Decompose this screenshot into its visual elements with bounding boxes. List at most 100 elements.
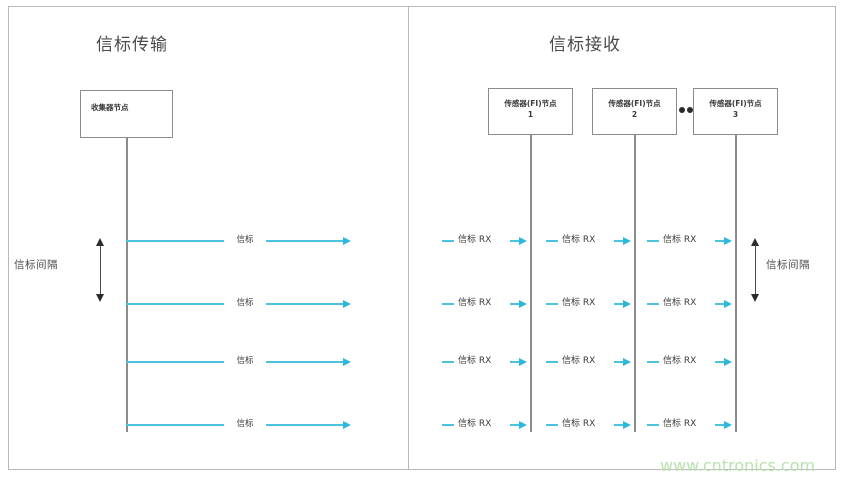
sensor-node-index: 3	[732, 110, 739, 119]
beacon-rx-cell: 信标 RX	[647, 355, 747, 369]
arrow-right-icon	[519, 299, 527, 308]
sensor-node-name: 传感器(FI)节点	[709, 99, 762, 108]
diagram-frame	[8, 6, 836, 470]
rx-dash	[442, 240, 454, 242]
beacon-rx-cell: 信标 RX	[442, 418, 542, 432]
arrow-down-icon	[751, 294, 759, 302]
arrow-right-icon	[724, 299, 732, 308]
rx-stub	[614, 240, 624, 242]
right-beacon-interval-label: 信标间隔	[766, 259, 810, 271]
arrow-right-icon	[519, 420, 527, 429]
rx-stub	[510, 361, 520, 363]
ellipsis-dots-icon	[678, 107, 694, 115]
site-watermark: www.cntronics.com	[660, 456, 816, 475]
arrow-right-icon	[724, 420, 732, 429]
beacon-line-left	[126, 240, 224, 242]
beacon-rx-cell: 信标 RX	[546, 234, 646, 248]
right-panel-title: 信标接收	[549, 35, 621, 55]
arrow-shaft	[755, 245, 757, 295]
left-beacon-interval-arrow	[95, 238, 106, 302]
rx-stub	[510, 240, 520, 242]
sensor-node-box-2: 传感器(FI)节点 2	[592, 88, 677, 135]
beacon-rx-cell: 信标 RX	[546, 355, 646, 369]
collector-lifeline	[126, 138, 128, 432]
arrow-right-icon	[343, 299, 351, 308]
dot-icon	[679, 107, 685, 113]
rx-dash	[647, 240, 659, 242]
sensor-1-lifeline	[530, 135, 532, 432]
beacon-line-left	[126, 303, 224, 305]
beacon-rx-label: 信标 RX	[663, 419, 697, 429]
beacon-rx-label: 信标 RX	[458, 298, 492, 308]
panel-divider	[408, 7, 409, 469]
beacon-rx-label: 信标 RX	[562, 356, 596, 366]
sensor-2-lifeline	[634, 135, 636, 432]
left-beacon-interval-label: 信标间隔	[14, 259, 58, 271]
rx-stub	[715, 424, 725, 426]
beacon-rx-cell: 信标 RX	[647, 297, 747, 311]
rx-dash	[546, 424, 558, 426]
arrow-right-icon	[343, 357, 351, 366]
sensor-3-lifeline	[735, 135, 737, 432]
beacon-rx-cell: 信标 RX	[546, 418, 646, 432]
beacon-rx-label: 信标 RX	[458, 235, 492, 245]
right-beacon-interval-arrow	[750, 238, 761, 302]
beacon-rx-cell: 信标 RX	[647, 234, 747, 248]
beacon-rx-label: 信标 RX	[562, 419, 596, 429]
arrow-right-icon	[519, 357, 527, 366]
arrow-shaft	[100, 245, 102, 295]
beacon-rx-cell: 信标 RX	[546, 297, 646, 311]
arrow-right-icon	[343, 236, 351, 245]
beacon-line-right	[266, 303, 344, 305]
sensor-node-index: 1	[527, 110, 534, 119]
arrow-up-icon	[96, 238, 104, 246]
arrow-right-icon	[724, 236, 732, 245]
rx-stub	[614, 361, 624, 363]
sensor-node-box-1: 传感器(FI)节点 1	[488, 88, 573, 135]
rx-stub	[715, 240, 725, 242]
rx-dash	[546, 240, 558, 242]
beacon-line-left	[126, 361, 224, 363]
arrow-right-icon	[724, 357, 732, 366]
rx-stub	[715, 303, 725, 305]
beacon-rx-label: 信标 RX	[663, 235, 697, 245]
beacon-line-right	[266, 361, 344, 363]
arrow-right-icon	[343, 420, 351, 429]
beacon-rx-cell: 信标 RX	[647, 418, 747, 432]
beacon-rx-cell: 信标 RX	[442, 297, 542, 311]
sensor-node-name: 传感器(FI)节点	[504, 99, 557, 108]
rx-dash	[442, 424, 454, 426]
rx-dash	[647, 303, 659, 305]
collector-node-label: 收集器节点	[91, 103, 129, 112]
beacon-rx-cell: 信标 RX	[442, 234, 542, 248]
rx-dash	[442, 361, 454, 363]
collector-node-box: 收集器节点	[80, 90, 173, 138]
rx-dash	[647, 361, 659, 363]
left-panel-title: 信标传输	[96, 35, 168, 55]
rx-dash	[647, 424, 659, 426]
beacon-tx-label: 信标	[236, 419, 254, 429]
arrow-right-icon	[623, 236, 631, 245]
rx-stub	[510, 303, 520, 305]
rx-dash	[442, 303, 454, 305]
rx-stub	[510, 424, 520, 426]
beacon-rx-cell: 信标 RX	[442, 355, 542, 369]
rx-stub	[715, 361, 725, 363]
sensor-node-name: 传感器(FI)节点	[608, 99, 661, 108]
beacon-rx-label: 信标 RX	[458, 419, 492, 429]
arrow-right-icon	[519, 236, 527, 245]
arrow-right-icon	[623, 357, 631, 366]
beacon-tx-label: 信标	[236, 235, 254, 245]
beacon-line-right	[266, 240, 344, 242]
dot-icon	[687, 107, 693, 113]
beacon-rx-label: 信标 RX	[562, 298, 596, 308]
beacon-rx-label: 信标 RX	[458, 356, 492, 366]
beacon-line-right	[266, 424, 344, 426]
beacon-rx-label: 信标 RX	[663, 356, 697, 366]
rx-stub	[614, 424, 624, 426]
arrow-right-icon	[623, 299, 631, 308]
beacon-tx-label: 信标	[236, 356, 254, 366]
rx-dash	[546, 361, 558, 363]
rx-dash	[546, 303, 558, 305]
